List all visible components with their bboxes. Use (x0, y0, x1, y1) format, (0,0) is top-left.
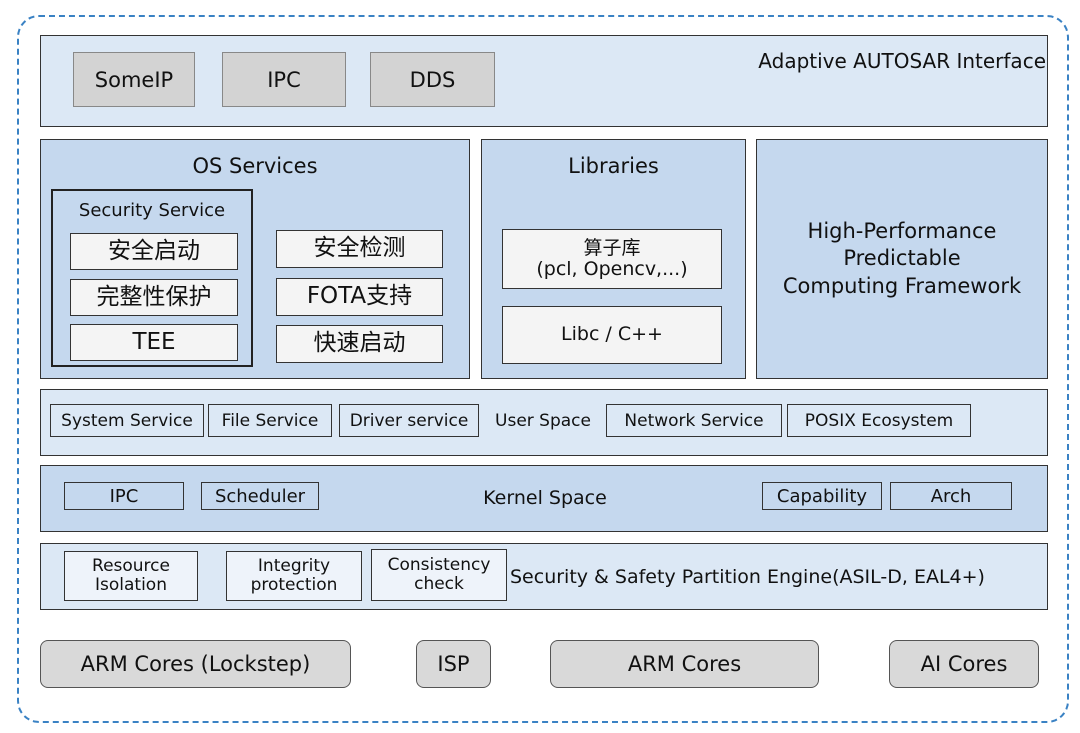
driver-service-box: Driver service (339, 404, 479, 437)
security-service-title: Security Service (78, 199, 226, 221)
someip-box: SomeIP (73, 52, 195, 107)
libc-box: Libc / C++ (502, 306, 722, 364)
fast-boot-box: 快速启动 (276, 325, 443, 363)
scheduler-box: Scheduler (201, 482, 319, 510)
secure-boot-box: 安全启动 (70, 233, 238, 270)
system-service-box: System Service (50, 404, 204, 437)
operator-library-box: 算子库 (pcl, Opencv,...) (502, 229, 722, 289)
isp-core: ISP (416, 640, 491, 688)
arm-cores-lockstep: ARM Cores (Lockstep) (40, 640, 351, 688)
capability-box: Capability (762, 482, 882, 510)
integrity-protection-box: 完整性保护 (70, 279, 238, 316)
integrity-protection-engine-box: Integrity protection (226, 551, 362, 601)
arm-cores: ARM Cores (550, 640, 819, 688)
user-space-label: User Space (495, 410, 591, 431)
kernel-space-label: Kernel Space (483, 487, 607, 509)
partition-engine-label: Security & Safety Partition Engine(ASIL-… (510, 566, 985, 588)
posix-ecosystem-box: POSIX Ecosystem (787, 404, 971, 437)
resource-isolation-box: Resource Isolation (64, 551, 198, 601)
network-service-box: Network Service (606, 404, 782, 437)
tee-box: TEE (70, 324, 238, 361)
security-service-group (51, 189, 253, 367)
kernel-space-panel (40, 465, 1048, 532)
adaptive-autosar-panel (40, 35, 1048, 127)
consistency-check-box: Consistency check (371, 549, 507, 601)
security-detection-box: 安全检测 (276, 230, 443, 268)
fota-support-box: FOTA支持 (276, 278, 443, 316)
kernel-ipc-box: IPC (64, 482, 184, 510)
file-service-box: File Service (208, 404, 332, 437)
os-services-title: OS Services (192, 154, 318, 178)
hpc-framework-panel: High-Performance Predictable Computing F… (756, 139, 1048, 379)
libraries-title: Libraries (568, 154, 659, 178)
dds-box: DDS (370, 52, 495, 107)
ai-cores: AI Cores (889, 640, 1039, 688)
adaptive-autosar-title: Adaptive AUTOSAR Interface (758, 49, 1046, 73)
ipc-box: IPC (222, 52, 346, 107)
partition-engine-panel (40, 543, 1048, 610)
arch-box: Arch (890, 482, 1012, 510)
outer-dashed-frame (17, 15, 1069, 723)
